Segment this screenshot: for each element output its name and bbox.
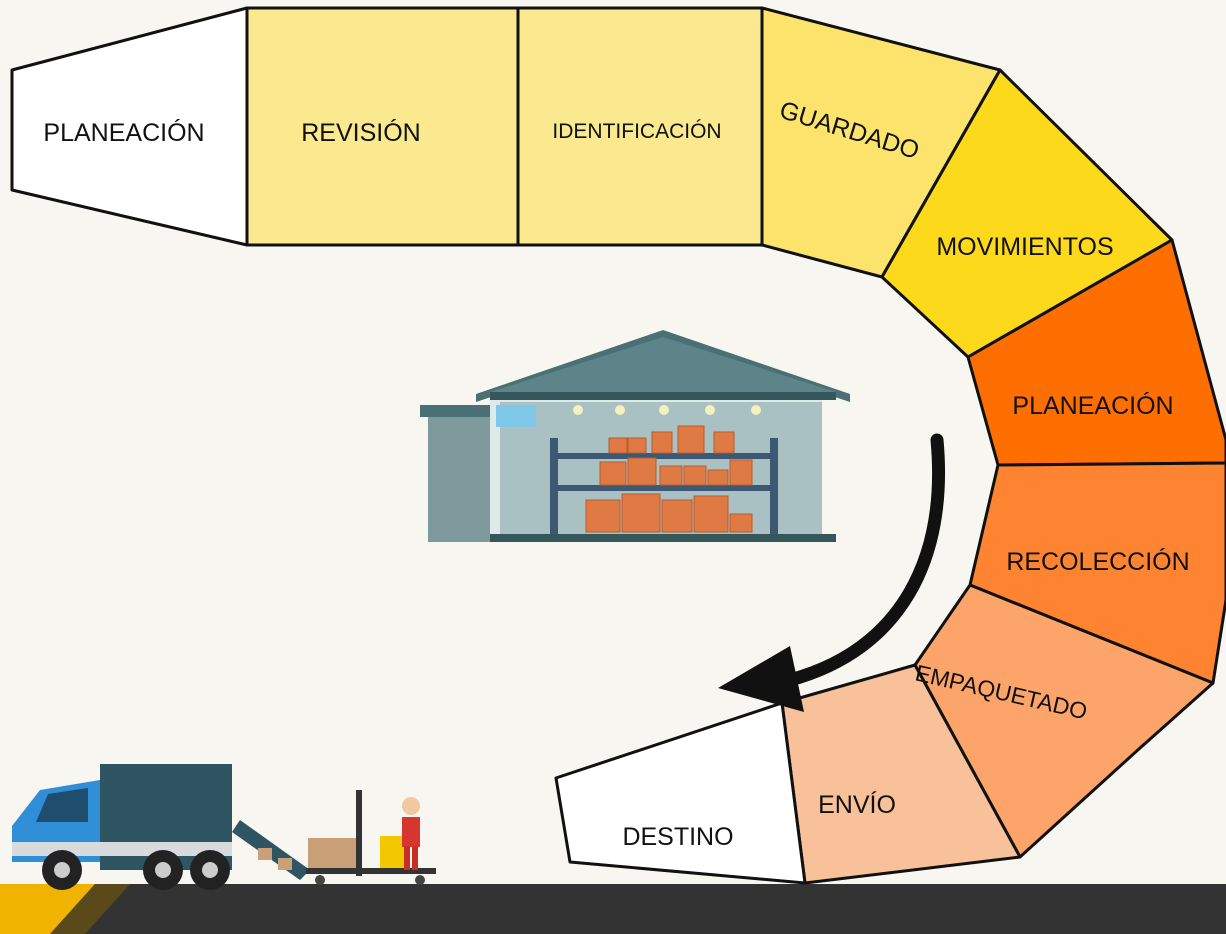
step-label-movimientos: MOVIMIENTOS xyxy=(936,233,1113,261)
step-segment-destino xyxy=(554,701,807,885)
step-label-destino: DESTINO xyxy=(622,823,733,851)
footer-accent xyxy=(0,884,95,934)
step-label-recoleccion: RECOLECCIÓN xyxy=(1006,547,1189,576)
step-segment-empaquetado xyxy=(913,583,1215,859)
warehouse-illustration xyxy=(420,330,850,542)
step-label-identificacion: IDENTIFICACIÓN xyxy=(552,120,721,143)
step-label-planeacion-mid: PLANEACIÓN xyxy=(1012,391,1173,420)
curved-arrow-icon xyxy=(718,433,946,712)
step-segment-recoleccion xyxy=(968,461,1226,685)
step-label-envio: ENVÍO xyxy=(818,790,896,819)
process-path xyxy=(10,6,1226,885)
truck-loading-illustration xyxy=(12,764,436,890)
step-label-revision: REVISIÓN xyxy=(301,118,420,147)
step-label-planeacion-start: PLANEACIÓN xyxy=(43,118,204,147)
footer-bar xyxy=(0,884,1226,934)
footer-accent-shadow xyxy=(50,884,130,934)
